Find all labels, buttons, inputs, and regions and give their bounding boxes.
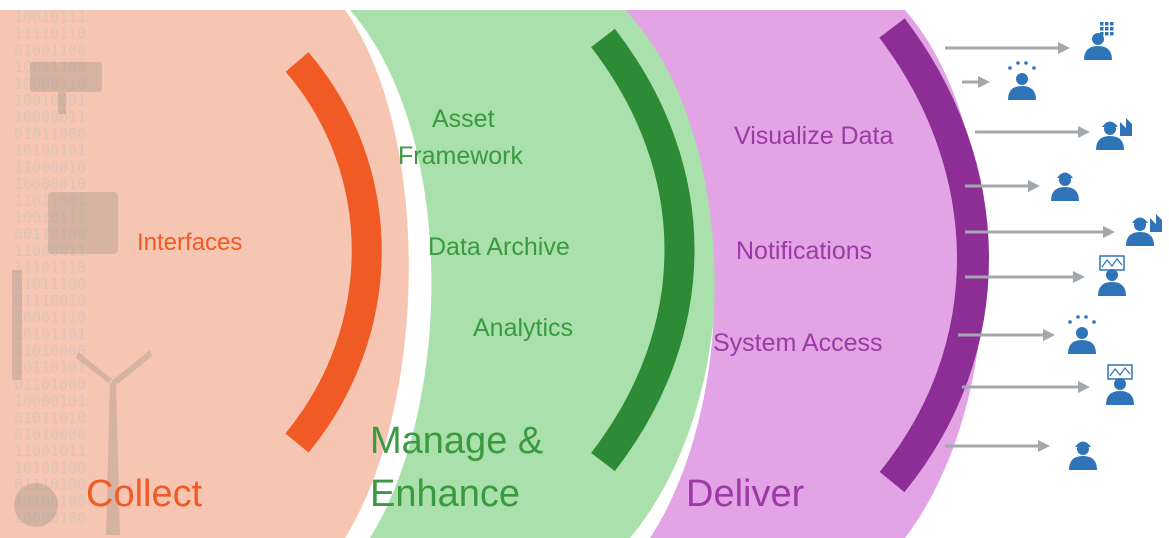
binary-row: 01001100 — [14, 41, 86, 59]
user-network-icon — [1068, 315, 1096, 354]
visualize-data-label: Visualize Data — [734, 122, 893, 150]
interfaces-label: Interfaces — [137, 229, 242, 256]
binary-row: 01110100 — [14, 476, 86, 494]
binary-row: 11000011 — [14, 242, 86, 260]
wind-turbine-icon — [76, 350, 152, 535]
binary-texture: 1001011111110110010011001001110010000110… — [14, 8, 86, 527]
worker-factory-icon — [1096, 118, 1132, 150]
user-output-row — [962, 364, 1134, 405]
user-output-row — [945, 440, 1097, 470]
worker-hardhat-icon — [1051, 172, 1079, 201]
arrow-head-icon — [1043, 329, 1055, 341]
binary-row: 01011010 — [14, 409, 86, 427]
system-access-label: System Access — [713, 329, 883, 357]
user-outputs — [945, 22, 1162, 470]
binary-row: 10100101 — [14, 142, 86, 160]
user-chart-icon — [1106, 364, 1134, 405]
collect-title: Collect — [86, 473, 203, 515]
binary-row: 00110100 — [14, 225, 86, 243]
user-output-row — [965, 214, 1162, 246]
binary-row: 01101000 — [14, 375, 86, 393]
binary-row: 11001011 — [14, 442, 86, 460]
binary-row: 01110010 — [14, 292, 86, 310]
analytics-label: Analytics — [473, 314, 573, 342]
binary-row: 11101110 — [14, 259, 86, 277]
data-archive-label: Data Archive — [428, 233, 570, 261]
manage-title-line2: Enhance — [370, 473, 520, 515]
arrow-head-icon — [1103, 226, 1115, 238]
user-output-row — [965, 255, 1126, 296]
arrow-head-icon — [1038, 440, 1050, 452]
arrow-head-icon — [1058, 42, 1070, 54]
binary-row: 10100100 — [14, 459, 86, 477]
binary-row: 10010111 — [14, 208, 86, 226]
binary-row: 10001110 — [14, 309, 86, 327]
collect-arc — [285, 52, 382, 453]
arrow-head-icon — [1078, 381, 1090, 393]
binary-row: 10010001 — [14, 92, 86, 110]
user-output-row — [958, 315, 1096, 354]
binary-row: 10000011 — [14, 108, 86, 126]
user-output-row — [945, 22, 1114, 60]
manage-title-line1: Manage & — [370, 420, 543, 462]
asset-label: Asset — [432, 105, 495, 133]
worker-factory-icon — [1126, 214, 1162, 246]
manage-arc — [591, 28, 695, 472]
binary-row: 01011000 — [14, 125, 86, 143]
binary-row: 10011100 — [14, 58, 86, 76]
user-chart-icon — [1098, 255, 1126, 296]
deliver-title: Deliver — [686, 473, 805, 515]
framework-label: Framework — [398, 142, 524, 170]
user-output-row — [962, 61, 1036, 100]
binary-row: 11110110 — [14, 25, 86, 43]
notifications-label: Notifications — [736, 237, 872, 265]
user-output-row — [975, 118, 1132, 150]
binary-row: 11011100 — [14, 275, 86, 293]
user-network-icon — [1008, 61, 1036, 100]
tractor-wheel-icon — [14, 483, 58, 527]
infrastructure-silhouettes — [12, 62, 152, 535]
arrow-head-icon — [978, 76, 990, 88]
user-data-grid-icon — [1084, 22, 1114, 60]
binary-row: 11010000 — [14, 342, 86, 360]
deliver-arc — [879, 18, 989, 493]
binary-row: 10000100 — [14, 509, 86, 527]
binary-row: 10000010 — [14, 175, 86, 193]
binary-row: 10101101 — [14, 325, 86, 343]
server-rack-icon — [48, 192, 118, 254]
arrow-head-icon — [1078, 126, 1090, 138]
binary-row: 01010000 — [14, 426, 86, 444]
arrow-head-icon — [1073, 271, 1085, 283]
binary-row: 10100100 — [14, 492, 86, 510]
binary-row: 10110101 — [14, 359, 86, 377]
deliver-region — [625, 10, 984, 538]
binary-row: 11000010 — [14, 158, 86, 176]
solar-panel-icon — [30, 62, 102, 92]
binary-row: 10010111 — [14, 8, 86, 26]
binary-row: 10000101 — [14, 392, 86, 410]
user-output-row — [965, 172, 1079, 201]
worker-hardhat-icon — [1069, 441, 1097, 470]
arrow-head-icon — [1028, 180, 1040, 192]
